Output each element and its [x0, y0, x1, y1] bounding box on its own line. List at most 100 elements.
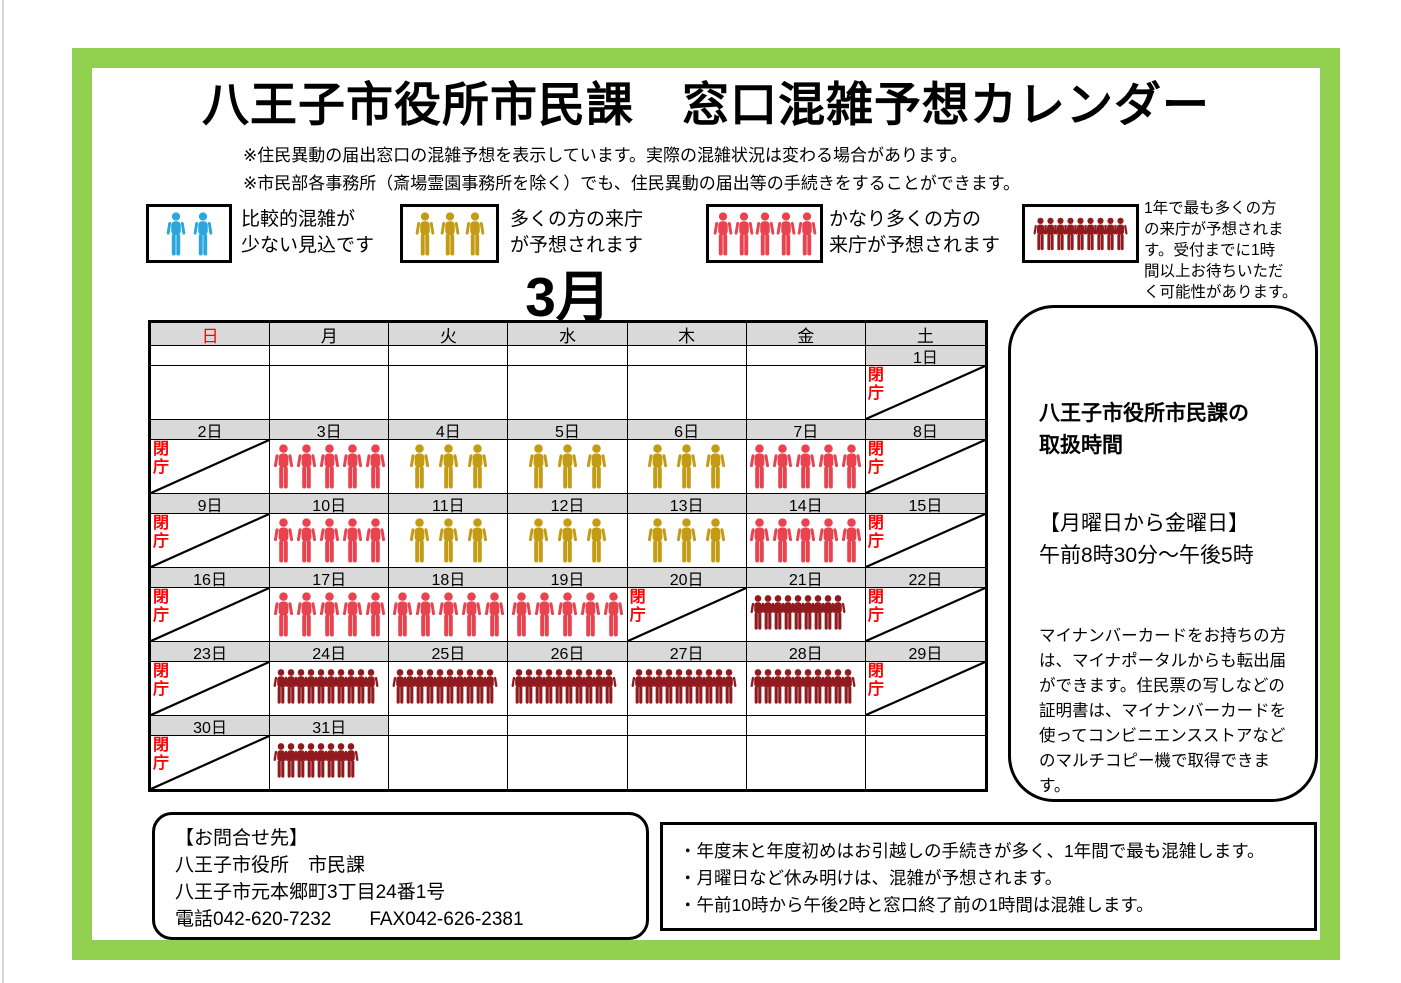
person-icon	[790, 595, 806, 630]
crowd-day-cell	[270, 587, 390, 641]
person-icon	[842, 444, 862, 489]
closed-diagonal-line	[151, 514, 269, 567]
person-icon	[1033, 217, 1048, 250]
person-icon	[365, 444, 385, 489]
date-cell	[746, 715, 866, 735]
person-icon	[273, 518, 293, 563]
closed-label: 閉庁	[867, 663, 884, 698]
person-icon	[484, 592, 504, 637]
weekday-header: 日	[151, 323, 271, 345]
person-icon	[438, 444, 458, 489]
person-icon	[415, 592, 435, 637]
crowd-day-cell	[389, 661, 509, 715]
date-cell	[746, 345, 866, 365]
person-icon	[392, 592, 412, 637]
person-icon	[319, 518, 339, 563]
date-cell	[389, 715, 509, 735]
person-icon	[422, 669, 438, 704]
crowd-icon	[389, 588, 507, 641]
person-icon	[770, 595, 786, 630]
crowd-icon	[747, 514, 865, 567]
crowd-icon	[389, 440, 507, 493]
person-icon	[557, 444, 578, 489]
person-icon	[432, 669, 448, 704]
date-cell	[627, 715, 747, 735]
person-icon	[671, 669, 687, 704]
empty-day-cell	[627, 365, 747, 419]
contact-line: 八王子市元本郷町3丁目24番1号	[175, 882, 446, 903]
weekday-header: 金	[746, 323, 866, 345]
empty-day-cell	[151, 365, 271, 419]
crowd-icon	[628, 440, 746, 493]
viewer-edge-line	[2, 0, 4, 983]
person-icon	[342, 518, 362, 563]
crowd-day-cell	[746, 661, 866, 715]
person-icon	[1093, 217, 1108, 250]
person-icon	[830, 669, 846, 704]
note-item: ・年度末と年度初めはお引越しの手続きが多く、1年間で最も混雑します。	[679, 841, 1265, 861]
weekday-header: 木	[627, 323, 747, 345]
crowd-icon	[628, 662, 746, 715]
person-icon	[760, 669, 776, 704]
closed-label: 閉庁	[153, 515, 170, 550]
person-icon	[681, 669, 697, 704]
date-cell: 1日	[865, 345, 985, 365]
closed-diagonal-line	[866, 440, 985, 493]
legend-box-peak	[1022, 204, 1139, 263]
person-icon	[819, 518, 839, 563]
closed-diagonal-line	[866, 662, 985, 715]
crowd-day-cell	[627, 513, 747, 567]
crowd-day-cell	[508, 513, 628, 567]
person-icon	[283, 669, 299, 704]
crowd-day-cell	[389, 587, 509, 641]
date-cell: 20日	[627, 567, 747, 587]
congestion-notes-box: ・年度末と年度初めはお引越しの手続きが多く、1年間で最も混雑します。 ・月曜日な…	[660, 822, 1317, 931]
date-cell: 19日	[508, 567, 628, 587]
person-icon	[409, 444, 429, 489]
person-icon	[557, 518, 578, 563]
date-cell: 12日	[508, 493, 628, 513]
crowd-icon	[270, 662, 388, 715]
empty-day-cell	[746, 365, 866, 419]
date-cell: 7日	[746, 419, 866, 439]
date-cell: 4日	[389, 419, 509, 439]
weekday-header-row: 日月火水木金土	[151, 323, 985, 345]
legend-box-mid	[400, 204, 499, 263]
week-row: 閉庁閉庁	[151, 513, 985, 567]
note-item: ・月曜日など休み明けは、混雑が予想されます。	[679, 868, 1063, 888]
person-icon	[273, 592, 293, 637]
crowd-icon	[628, 514, 746, 567]
closed-day-cell: 閉庁	[151, 439, 271, 493]
date-cell: 22日	[865, 567, 985, 587]
person-icon	[166, 211, 185, 255]
person-icon	[677, 444, 697, 489]
closed-label: 閉庁	[629, 589, 646, 624]
crowd-day-cell	[270, 513, 390, 567]
closed-diagonal-line	[151, 662, 269, 715]
empty-day-cell	[270, 365, 390, 419]
person-icon	[365, 518, 385, 563]
person-icon	[482, 669, 498, 704]
person-icon	[1053, 217, 1068, 250]
person-icon	[342, 444, 362, 489]
person-icon	[467, 444, 487, 489]
date-cell: 27日	[627, 641, 747, 661]
date-cell: 13日	[627, 493, 747, 513]
empty-day-cell	[508, 365, 628, 419]
person-icon	[273, 444, 293, 489]
person-icon	[773, 444, 793, 489]
person-icon	[721, 669, 737, 704]
date-cell	[627, 345, 747, 365]
date-cell: 6日	[627, 419, 747, 439]
person-icon	[780, 595, 796, 630]
person-icon	[333, 743, 349, 778]
date-cell	[270, 345, 390, 365]
person-icon	[842, 518, 862, 563]
person-icon	[273, 743, 289, 778]
person-icon	[790, 669, 806, 704]
date-cell: 16日	[151, 567, 271, 587]
